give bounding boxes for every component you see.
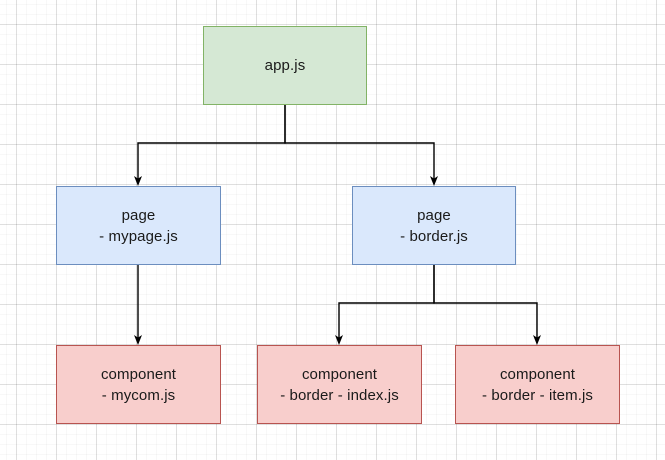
node-component-border-item-js[interactable]: component - border - item.js [455, 345, 620, 424]
edge-app-to-page-border [284, 105, 438, 186]
node-page-border-js[interactable]: page - border.js [352, 186, 516, 265]
node-page-mypage-js[interactable]: page - mypage.js [56, 186, 221, 265]
node-component-mycom-js[interactable]: component - mycom.js [56, 345, 221, 424]
node-component-border-index-js-label-line1: component [301, 365, 378, 383]
node-app-js-label-line1: app.js [264, 57, 306, 74]
edge-page-border-to-component-border-item [433, 265, 541, 345]
node-page-border-js-label-line2: - border.js [400, 227, 468, 245]
edge-app-to-page-mypage [134, 105, 286, 186]
node-page-mypage-js-label-line2: - mypage.js [99, 227, 178, 245]
node-component-mycom-js-label-line1: component [100, 365, 177, 383]
edge-page-border-to-component-border-index [335, 265, 435, 345]
node-page-border-js-label-line1: page [417, 206, 451, 224]
node-app-js[interactable]: app.js [203, 26, 367, 105]
node-page-mypage-js-label-line1: page [121, 206, 156, 224]
node-component-border-index-js-label-line2: - border - index.js [280, 386, 399, 404]
node-component-border-item-js-label-line1: component [499, 365, 576, 383]
node-component-mycom-js-label-line2: - mycom.js [101, 386, 176, 404]
node-component-border-index-js[interactable]: component - border - index.js [257, 345, 422, 424]
node-component-border-item-js-label-line2: - border - item.js [482, 386, 593, 404]
